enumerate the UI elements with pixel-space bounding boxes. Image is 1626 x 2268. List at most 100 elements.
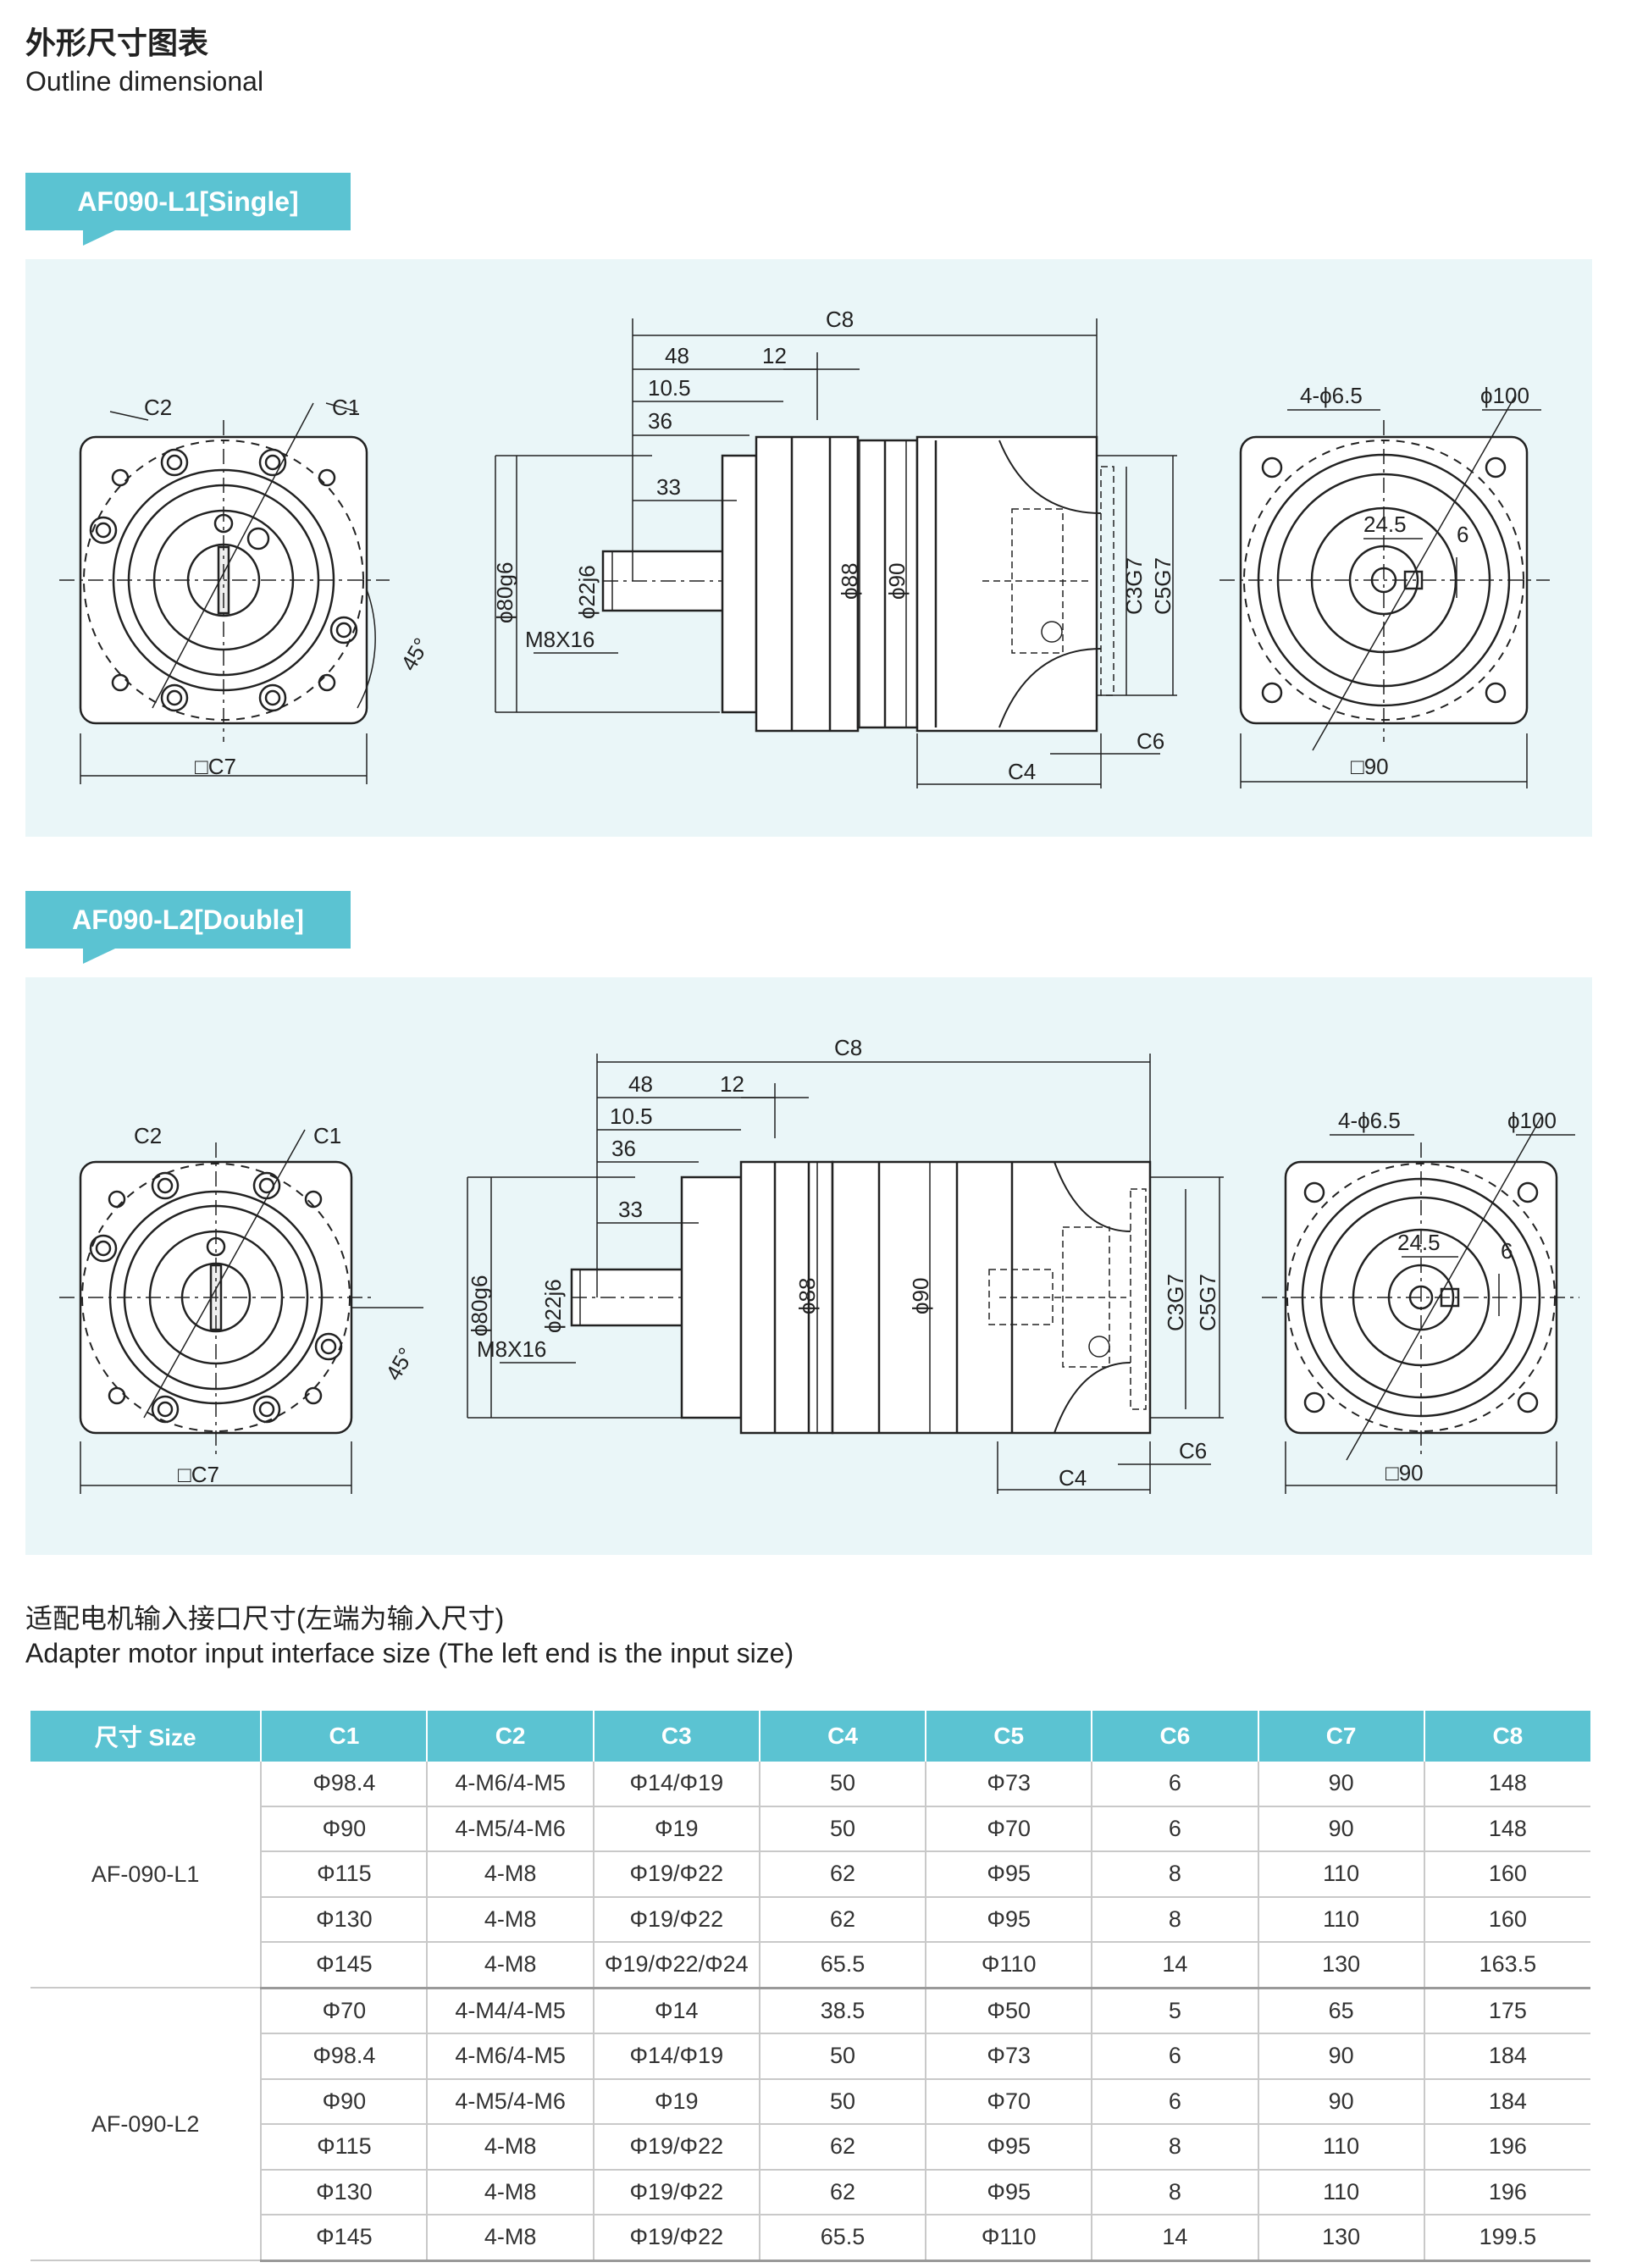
table-cell-c5: Φ73 <box>925 1762 1092 1807</box>
table-cell-c6: 6 <box>1091 1806 1258 1852</box>
double-label-holes: 4-ϕ6.5 <box>1338 1108 1401 1133</box>
table-cell-c5: Φ95 <box>925 2124 1092 2171</box>
single-label-holes: 4-ϕ6.5 <box>1300 383 1363 408</box>
single-label-c4: C4 <box>1008 759 1036 784</box>
double-label-c7: □C7 <box>178 1462 219 1487</box>
table-cell-c5: Φ110 <box>925 2215 1092 2262</box>
table-cell-c4: 50 <box>758 2078 926 2125</box>
single-label-d22: ϕ22j6 <box>574 565 600 619</box>
table-cell-c6: 14 <box>1091 1942 1258 1989</box>
single-label-105: 10.5 <box>648 375 691 401</box>
single-label-d80: ϕ80g6 <box>492 562 517 623</box>
model-cell: AF-090-L2 <box>30 1988 262 2261</box>
table-cell-c2: 4-M8 <box>426 1851 594 1898</box>
table-cell-c4: 65.5 <box>758 2215 926 2262</box>
table-cell-c2: 4-M8 <box>426 1896 594 1943</box>
table-cell-c7: 90 <box>1257 1762 1424 1807</box>
table-cell-c5: Φ70 <box>925 1806 1092 1852</box>
table-cell-c4: 50 <box>758 1806 926 1852</box>
col-header-c6: C6 <box>1091 1711 1258 1762</box>
table-cell-c2: 4-M4/4-M5 <box>426 1988 594 2034</box>
double-label-45: 45° <box>380 1343 419 1385</box>
single-label-245: 24.5 <box>1363 512 1407 537</box>
single-model-tag: AF090-L1[Single] <box>25 173 351 246</box>
double-label-c8: C8 <box>834 1035 862 1060</box>
table-cell-c6: 14 <box>1091 2215 1258 2262</box>
double-label-c1: C1 <box>313 1123 341 1148</box>
table-cell-c7: 90 <box>1257 2033 1424 2080</box>
page-title-en: Outline dimensional <box>25 66 264 97</box>
double-label-d100: ϕ100 <box>1507 1108 1557 1133</box>
table-cell-c1: Φ145 <box>260 2215 428 2262</box>
single-label-36: 36 <box>648 408 672 434</box>
table-cell-c6: 8 <box>1091 2169 1258 2215</box>
table-cell-c6: 8 <box>1091 1851 1258 1898</box>
table-cell-c7: 90 <box>1257 2078 1424 2125</box>
single-label-c6: C6 <box>1137 728 1164 754</box>
single-label-6: 6 <box>1457 522 1468 547</box>
table-cell-c8: 199.5 <box>1423 2215 1590 2262</box>
table-cell-c4: 65.5 <box>758 1942 926 1989</box>
table-cell-c3: Φ19 <box>592 2078 760 2125</box>
single-label-c8: C8 <box>826 307 854 332</box>
table-cell-c4: 50 <box>758 1762 926 1807</box>
table-cell-c7: 90 <box>1257 1806 1424 1852</box>
table-cell-c3: Φ19/Φ22 <box>592 1851 760 1898</box>
table-cell-c1: Φ130 <box>260 2169 428 2215</box>
table-cell-c2: 4-M8 <box>426 2124 594 2171</box>
table-cell-c8: 148 <box>1423 1762 1590 1807</box>
table-cell-c7: 65 <box>1257 1988 1424 2034</box>
double-label-c6: C6 <box>1179 1438 1207 1463</box>
table-cell-c6: 6 <box>1091 2078 1258 2125</box>
section-title-en: Adapter motor input interface size (The … <box>25 1638 794 1668</box>
adapter-size-table: 尺寸 Size C1 C2 C3 C4 C5 C6 C7 C8 AF-090-L… <box>30 1711 1590 2262</box>
double-label-33: 33 <box>618 1197 643 1222</box>
double-label-245: 24.5 <box>1397 1230 1441 1255</box>
table-cell-c7: 110 <box>1257 2169 1424 2215</box>
table-cell-c7: 110 <box>1257 2124 1424 2171</box>
table-cell-c3: Φ19/Φ22 <box>592 1896 760 1943</box>
table-cell-c5: Φ110 <box>925 1942 1092 1989</box>
table-cell-c2: 4-M6/4-M5 <box>426 2033 594 2080</box>
col-header-c5: C5 <box>925 1711 1092 1762</box>
col-header-size: 尺寸 Size <box>30 1711 262 1762</box>
single-label-d88: ϕ88 <box>837 563 862 600</box>
section-title-cn: 适配电机输入接口尺寸(左端为输入尺寸) <box>25 1603 505 1634</box>
table-cell-c6: 8 <box>1091 2124 1258 2171</box>
table-cell-c4: 38.5 <box>758 1988 926 2034</box>
table-cell-c4: 62 <box>758 2124 926 2171</box>
single-label-c7: □C7 <box>195 754 236 779</box>
single-label-d90: ϕ90 <box>884 563 910 600</box>
single-drawing-panel: C2 C1 □C7 45° C8 48 12 10.5 36 33 ϕ80g6 … <box>25 259 1592 837</box>
table-cell-c6: 6 <box>1091 2033 1258 2080</box>
double-label-d22: ϕ22j6 <box>540 1279 566 1333</box>
table-cell-c3: Φ19/Φ22 <box>592 2215 760 2262</box>
table-cell-c4: 62 <box>758 1896 926 1943</box>
table-header-row: 尺寸 Size C1 C2 C3 C4 C5 C6 C7 C8 <box>30 1711 1590 1762</box>
single-label-d100: ϕ100 <box>1480 383 1529 408</box>
single-label-33: 33 <box>656 474 681 500</box>
col-header-c1: C1 <box>260 1711 428 1762</box>
table-cell-c2: 4-M5/4-M6 <box>426 2078 594 2125</box>
double-drawing-panel: C2 C1 □C7 45° C8 48 12 10.5 36 33 ϕ80g6 … <box>25 977 1592 1555</box>
table-cell-c8: 196 <box>1423 2124 1590 2171</box>
model-cell: AF-090-L1 <box>30 1762 262 1989</box>
single-label-c5: C5G7 <box>1150 557 1175 615</box>
table-cell-c2: 4-M8 <box>426 2169 594 2215</box>
col-header-c8: C8 <box>1423 1711 1590 1762</box>
table-cell-c8: 196 <box>1423 2169 1590 2215</box>
table-cell-c3: Φ19 <box>592 1806 760 1852</box>
single-label-sq90: □90 <box>1351 754 1389 779</box>
table-cell-c3: Φ14/Φ19 <box>592 1762 760 1807</box>
table-cell-c2: 4-M6/4-M5 <box>426 1762 594 1807</box>
double-label-c5: C5G7 <box>1195 1274 1220 1331</box>
table-cell-c5: Φ73 <box>925 2033 1092 2080</box>
table-cell-c7: 110 <box>1257 1896 1424 1943</box>
